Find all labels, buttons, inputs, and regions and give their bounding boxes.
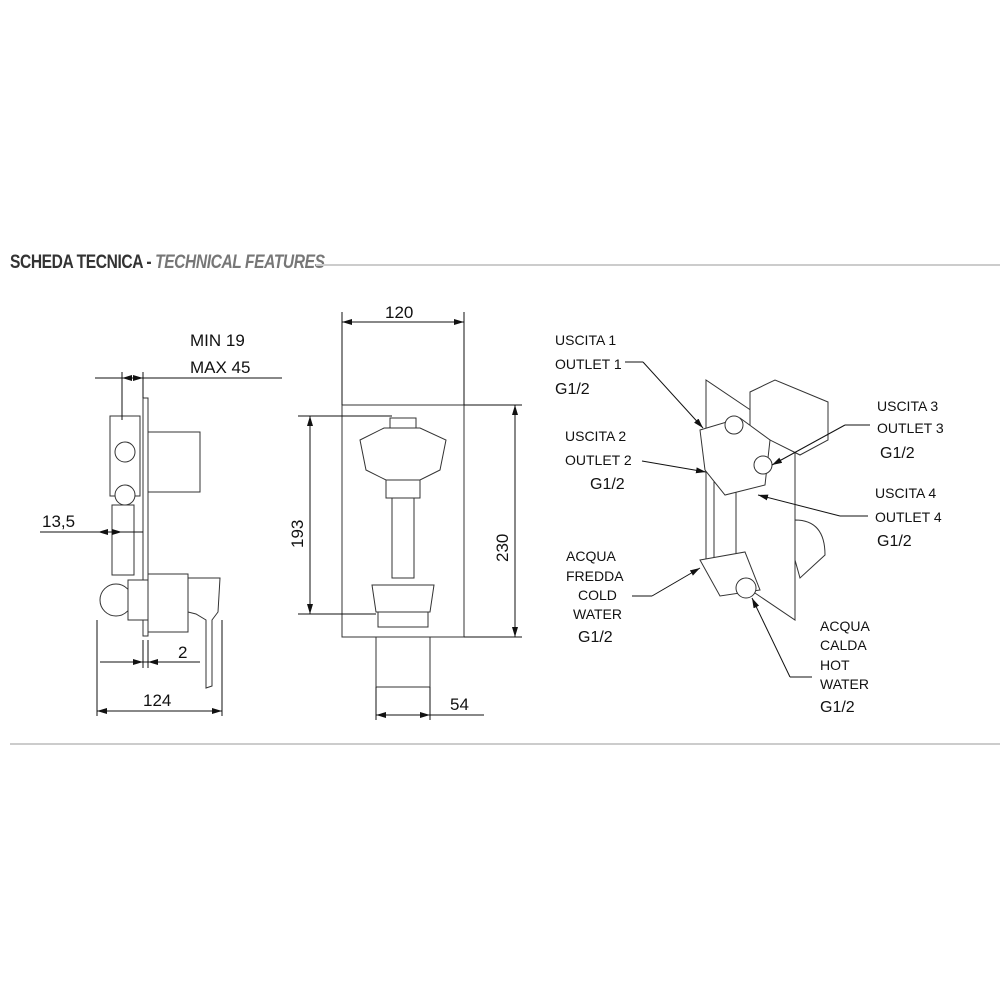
- cold-en1-label: COLD: [578, 587, 617, 603]
- cold-thread-label: G1/2: [578, 629, 613, 646]
- front-width-label: 120: [385, 303, 413, 322]
- outlet4-en-label: OUTLET 4: [875, 509, 942, 525]
- cold-water-callout: ACQUA FREDDA COLD WATER G1/2: [566, 548, 701, 646]
- front-view: 120 193 230 54: [288, 303, 522, 720]
- hot-thread-label: G1/2: [820, 699, 855, 716]
- outlet3-thread-label: G1/2: [880, 445, 915, 462]
- outlet2-en-label: OUTLET 2: [565, 452, 632, 468]
- hot-en1-label: HOT: [820, 657, 850, 673]
- side-depth-label: 13,5: [42, 512, 75, 531]
- title-italian: SCHEDA TECNICA: [10, 252, 143, 273]
- cold-it2-label: FREDDA: [566, 568, 624, 584]
- footer-rule: [10, 743, 1000, 745]
- isometric-view: [699, 379, 829, 621]
- side-view: MIN 19 MAX 45 13,5 2 124: [40, 331, 282, 716]
- outlet1-callout: USCITA 1 OUTLET 1 G1/2: [555, 332, 704, 429]
- outlet1-en-label: OUTLET 1: [555, 356, 622, 372]
- cold-it1-label: ACQUA: [566, 548, 616, 564]
- header-rule: [316, 264, 1000, 266]
- title-english: TECHNICAL FEATURES: [155, 252, 325, 273]
- side-max-label: MAX 45: [190, 358, 250, 377]
- outlet3-callout: USCITA 3 OUTLET 3 G1/2: [771, 398, 944, 466]
- cold-en2-label: WATER: [573, 606, 622, 622]
- section-title: SCHEDA TECNICA - TECHNICAL FEATURES: [10, 252, 325, 274]
- side-plate-label: 2: [178, 643, 187, 662]
- front-height-label: 230: [493, 534, 512, 562]
- outlet3-en-label: OUTLET 3: [877, 420, 944, 436]
- outlet1-it-label: USCITA 1: [555, 332, 616, 348]
- outlet4-callout: USCITA 4 OUTLET 4 G1/2: [757, 485, 942, 550]
- side-min-label: MIN 19: [190, 331, 245, 350]
- hot-it2-label: CALDA: [820, 637, 867, 653]
- front-inner-height-label: 193: [288, 520, 307, 548]
- outlet2-it-label: USCITA 2: [565, 428, 626, 444]
- hot-water-callout: ACQUA CALDA HOT WATER G1/2: [751, 597, 870, 716]
- front-spout-label: 54: [450, 695, 469, 714]
- hot-it1-label: ACQUA: [820, 618, 870, 634]
- outlet2-callout: USCITA 2 OUTLET 2 G1/2: [565, 428, 707, 493]
- outlet4-it-label: USCITA 4: [875, 485, 936, 501]
- hot-en2-label: WATER: [820, 676, 869, 692]
- outlet1-thread-label: G1/2: [555, 381, 590, 398]
- outlet3-it-label: USCITA 3: [877, 398, 938, 414]
- title-separator: -: [142, 252, 156, 273]
- outlet2-thread-label: G1/2: [590, 476, 625, 493]
- outlet4-thread-label: G1/2: [877, 533, 912, 550]
- side-total-label: 124: [143, 691, 171, 710]
